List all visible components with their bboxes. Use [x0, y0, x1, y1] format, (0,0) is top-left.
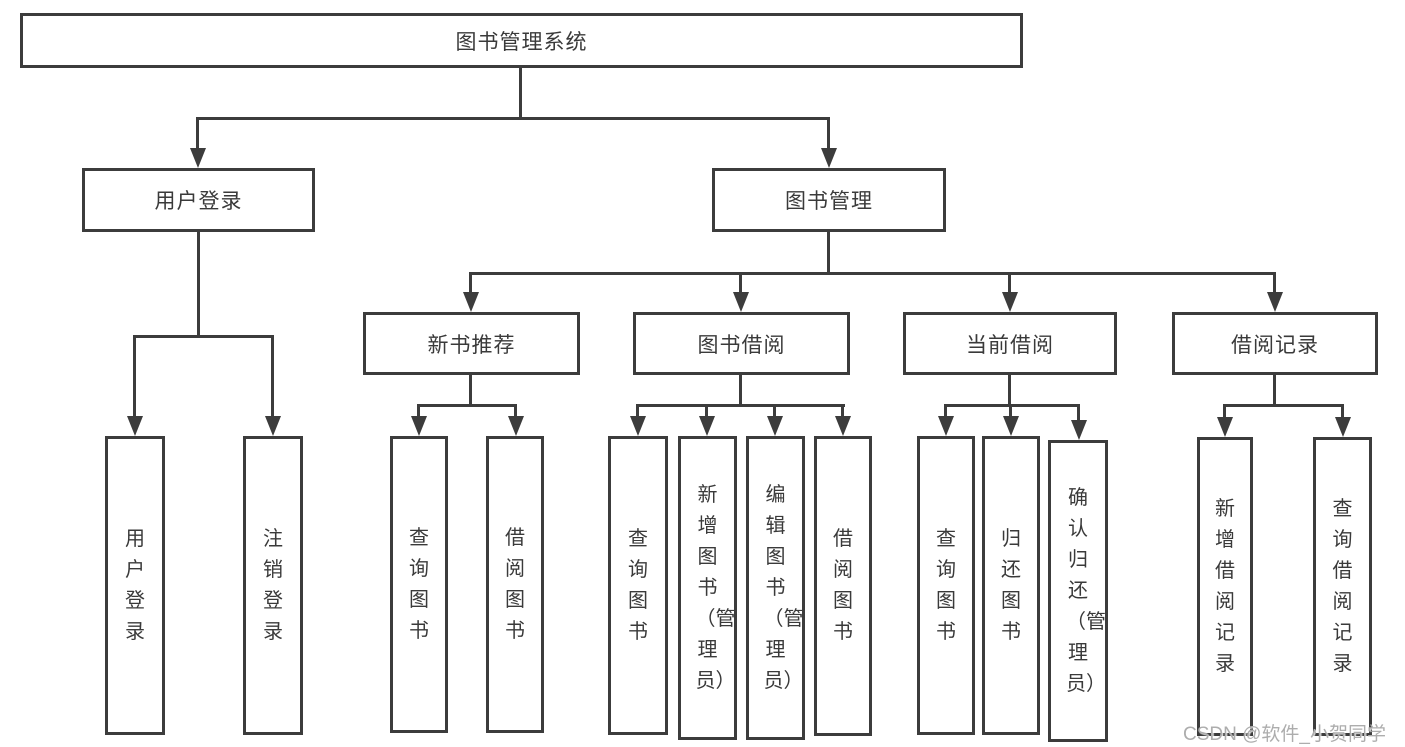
leaf-user-login-label: 用户登录	[125, 527, 145, 643]
leaf-add-books-admin-label: 新增图书（管理员）	[695, 483, 736, 692]
arrowhead-down-icon	[508, 416, 524, 436]
connector	[196, 118, 199, 149]
connector	[1008, 273, 1011, 293]
arrowhead-down-icon	[835, 416, 851, 436]
leaf-logout: 注销登录	[243, 436, 303, 735]
leaf-borrow-books-2: 借阅图书	[814, 436, 872, 736]
node-root: 图书管理系统	[20, 13, 1023, 68]
node-new-book-recommend-label: 新书推荐	[427, 333, 516, 357]
leaf-edit-books-admin-label: 编辑图书（管理员）	[763, 483, 804, 692]
connector	[469, 273, 472, 293]
connector	[827, 118, 830, 149]
connector	[739, 375, 742, 406]
connector	[739, 273, 742, 293]
node-book-borrow-label: 图书借阅	[697, 333, 786, 357]
connector	[1077, 405, 1080, 421]
leaf-borrow-books-2-label: 借阅图书	[833, 528, 853, 643]
connector	[133, 335, 274, 338]
arrowhead-down-icon	[1002, 292, 1018, 312]
connector	[1273, 375, 1276, 406]
connector	[705, 405, 708, 417]
connector	[197, 232, 200, 337]
arrowhead-down-icon	[127, 416, 143, 436]
leaf-borrow-books-1: 借阅图书	[486, 436, 544, 733]
leaf-query-books-1: 查询图书	[390, 436, 448, 733]
connector	[514, 405, 517, 417]
leaf-query-books-2-label: 查询图书	[628, 527, 648, 643]
connector	[1341, 405, 1344, 418]
connector	[1223, 405, 1226, 418]
leaf-confirm-return-admin: 确认归还（管理员）	[1048, 440, 1108, 742]
node-book-management-label: 图书管理	[785, 190, 873, 213]
arrowhead-down-icon	[1217, 417, 1233, 437]
arrowhead-down-icon	[1267, 292, 1283, 312]
arrowhead-down-icon	[699, 416, 715, 436]
connector	[196, 117, 830, 120]
node-current-borrow: 当前借阅	[903, 312, 1117, 375]
leaf-confirm-return-admin-label: 确认归还（管理员）	[1066, 486, 1106, 695]
leaf-query-borrow-record-label: 查询借阅记录	[1332, 497, 1353, 675]
connector	[1008, 375, 1011, 406]
leaf-return-books-label: 归还图书	[1001, 527, 1021, 643]
connector	[133, 337, 136, 417]
arrowhead-down-icon	[411, 416, 427, 436]
leaf-add-borrow-record: 新增借阅记录	[1197, 437, 1253, 736]
leaf-borrow-books-1-label: 借阅图书	[505, 526, 525, 642]
leaf-add-books-admin: 新增图书（管理员）	[678, 436, 737, 740]
arrowhead-down-icon	[265, 416, 281, 436]
node-book-management: 图书管理	[712, 168, 946, 232]
connector	[773, 405, 776, 417]
connector	[469, 272, 1276, 275]
node-current-borrow-label: 当前借阅	[966, 333, 1054, 357]
node-new-book-recommend: 新书推荐	[363, 312, 580, 375]
connector	[1273, 273, 1276, 293]
connector	[519, 68, 522, 118]
connector	[636, 405, 639, 417]
node-root-label: 图书管理系统	[455, 30, 588, 54]
csdn-watermark: CSDN @软件_小贺同学	[1183, 724, 1386, 745]
leaf-query-books-2: 查询图书	[608, 436, 668, 735]
connector	[1009, 405, 1012, 417]
connector	[827, 232, 830, 275]
connector	[271, 337, 274, 417]
leaf-logout-label: 注销登录	[263, 527, 283, 643]
connector	[417, 404, 517, 407]
leaf-query-books-1-label: 查询图书	[409, 526, 429, 642]
arrowhead-down-icon	[630, 416, 646, 436]
leaf-edit-books-admin: 编辑图书（管理员）	[746, 436, 805, 740]
leaf-return-books: 归还图书	[982, 436, 1040, 735]
arrowhead-down-icon	[821, 148, 837, 168]
leaf-query-borrow-record: 查询借阅记录	[1313, 437, 1372, 736]
node-borrow-records: 借阅记录	[1172, 312, 1378, 375]
arrowhead-down-icon	[1071, 420, 1087, 440]
leaf-query-books-3-label: 查询图书	[936, 527, 956, 643]
node-borrow-records-label: 借阅记录	[1231, 333, 1319, 357]
arrowhead-down-icon	[190, 148, 206, 168]
arrowhead-down-icon	[463, 292, 479, 312]
connector	[469, 375, 472, 406]
node-book-borrow: 图书借阅	[633, 312, 850, 375]
arrowhead-down-icon	[1335, 417, 1351, 437]
connector	[944, 404, 1080, 407]
arrowhead-down-icon	[733, 292, 749, 312]
node-user-login-label: 用户登录	[154, 190, 243, 213]
connector	[944, 405, 947, 417]
connector	[1223, 404, 1344, 407]
connector	[841, 405, 844, 417]
leaf-add-borrow-record-label: 新增借阅记录	[1215, 497, 1235, 675]
leaf-user-login: 用户登录	[105, 436, 165, 735]
arrowhead-down-icon	[1003, 416, 1019, 436]
connector	[636, 404, 845, 407]
arrowhead-down-icon	[938, 416, 954, 436]
connector	[417, 405, 420, 417]
arrowhead-down-icon	[767, 416, 783, 436]
leaf-query-books-3: 查询图书	[917, 436, 975, 735]
node-user-login: 用户登录	[82, 168, 315, 232]
